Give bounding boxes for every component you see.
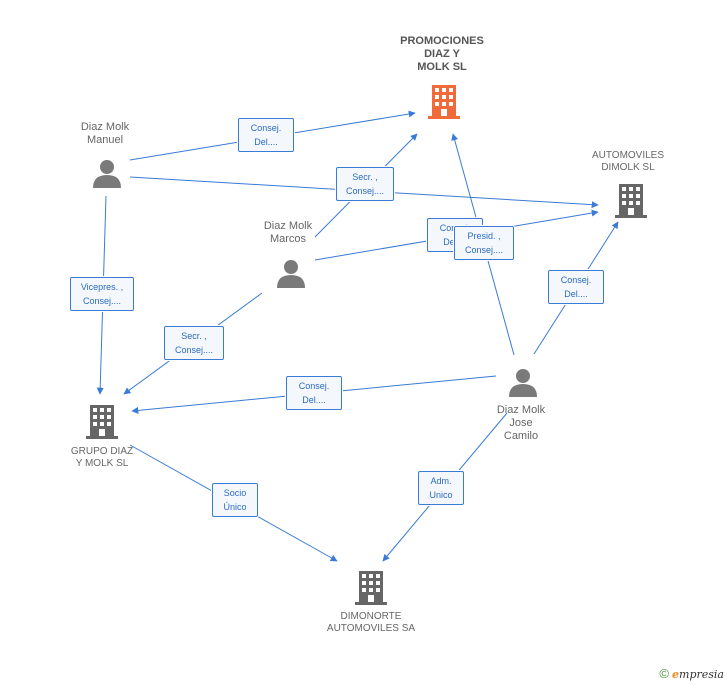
person-icon[interactable]: [508, 367, 538, 397]
person-label-manuel[interactable]: Diaz Molk Manuel: [60, 121, 150, 147]
label-line: Camilo: [503, 430, 539, 442]
edge-label-jose-promociones[interactable]: Presid. , Consej....: [454, 226, 514, 260]
edge-label-line: Secr. ,: [181, 331, 207, 341]
label-line: MOLK SL: [417, 61, 467, 73]
edge-label-line: Vicepres. ,: [80, 282, 124, 292]
label-line: Diaz Molk: [80, 121, 130, 133]
edge-label-line: Consej.: [298, 381, 330, 391]
person-icon[interactable]: [92, 158, 122, 188]
label-line: Y MOLK SL: [75, 458, 129, 469]
edge-label-line: Consej....: [82, 296, 122, 306]
copyright-icon: ©: [659, 666, 669, 681]
edge-label-manuel-promociones[interactable]: Consej. Del....: [238, 118, 294, 152]
edge-label-line: Del....: [302, 395, 326, 405]
label-line: Jose: [509, 417, 533, 429]
edge-label-marcos-promociones[interactable]: Secr. , Consej....: [336, 167, 394, 201]
edge-label-line: Unico: [429, 490, 453, 500]
brand-rest: mpresia: [679, 668, 724, 681]
label-line: DIMONORTE: [340, 611, 402, 622]
building-icon[interactable]: [615, 184, 647, 218]
person-label-jose-camilo[interactable]: Diaz Molk Jose Camilo: [476, 404, 566, 443]
building-icon[interactable]: [355, 571, 387, 605]
edge-label-line: Del....: [254, 137, 278, 147]
footer-credit: © empresia: [659, 666, 724, 681]
person-label-marcos[interactable]: Diaz Molk Marcos: [243, 220, 333, 246]
edge-label-line: Socio: [223, 488, 247, 498]
edge-label-marcos-grupo[interactable]: Secr. , Consej....: [164, 326, 224, 360]
label-line: DIMOLK SL: [601, 162, 655, 173]
label-line: DIAZ Y: [424, 48, 460, 60]
company-label-promociones[interactable]: PROMOCIONES DIAZ Y MOLK SL: [380, 35, 504, 74]
edge-label-line: Consej.: [560, 275, 592, 285]
edge-label-line: Consej....: [345, 186, 385, 196]
edge-label-jose-dimonorte[interactable]: Adm. Unico: [418, 471, 464, 505]
label-line: Diaz Molk: [496, 404, 546, 416]
label-line: Diaz Molk: [263, 220, 313, 232]
label-line: AUTOMOVILES SA: [326, 623, 416, 634]
building-icon[interactable]: [428, 85, 460, 119]
edge-label-line: Consej....: [464, 245, 504, 255]
building-icon[interactable]: [86, 405, 118, 439]
empresia-logo[interactable]: empresia: [672, 668, 724, 681]
person-icon[interactable]: [276, 258, 306, 288]
edge-label-line: Consej.: [250, 123, 282, 133]
label-line: PROMOCIONES: [400, 35, 484, 47]
company-label-automoviles-dimolk[interactable]: AUTOMOVILES DIMOLK SL: [578, 150, 678, 174]
brand-e: e: [672, 668, 680, 681]
label-line: GRUPO DIAZ: [70, 446, 134, 457]
edge-label-grupo-dimonorte[interactable]: Socio Único: [212, 483, 258, 517]
edge-label-manuel-grupo[interactable]: Vicepres. , Consej....: [70, 277, 134, 311]
edge-label-line: Presid. ,: [467, 231, 501, 241]
edge-label-line: Del....: [564, 289, 588, 299]
label-line: AUTOMOVILES: [591, 150, 665, 161]
edge-label-line: Único: [223, 502, 247, 512]
edge-label-jose-automoviles[interactable]: Consej. Del....: [548, 270, 604, 304]
company-label-grupo-diaz[interactable]: GRUPO DIAZ Y MOLK SL: [52, 446, 152, 470]
company-label-dimonorte[interactable]: DIMONORTE AUTOMOVILES SA: [311, 611, 431, 635]
edge-label-line: Consej....: [174, 345, 214, 355]
label-line: Marcos: [269, 233, 307, 245]
edge-label-line: Secr. ,: [352, 172, 378, 182]
edge-label-jose-grupo[interactable]: Consej. Del....: [286, 376, 342, 410]
label-line: Manuel: [86, 134, 124, 146]
edge-label-line: Adm.: [430, 476, 452, 486]
